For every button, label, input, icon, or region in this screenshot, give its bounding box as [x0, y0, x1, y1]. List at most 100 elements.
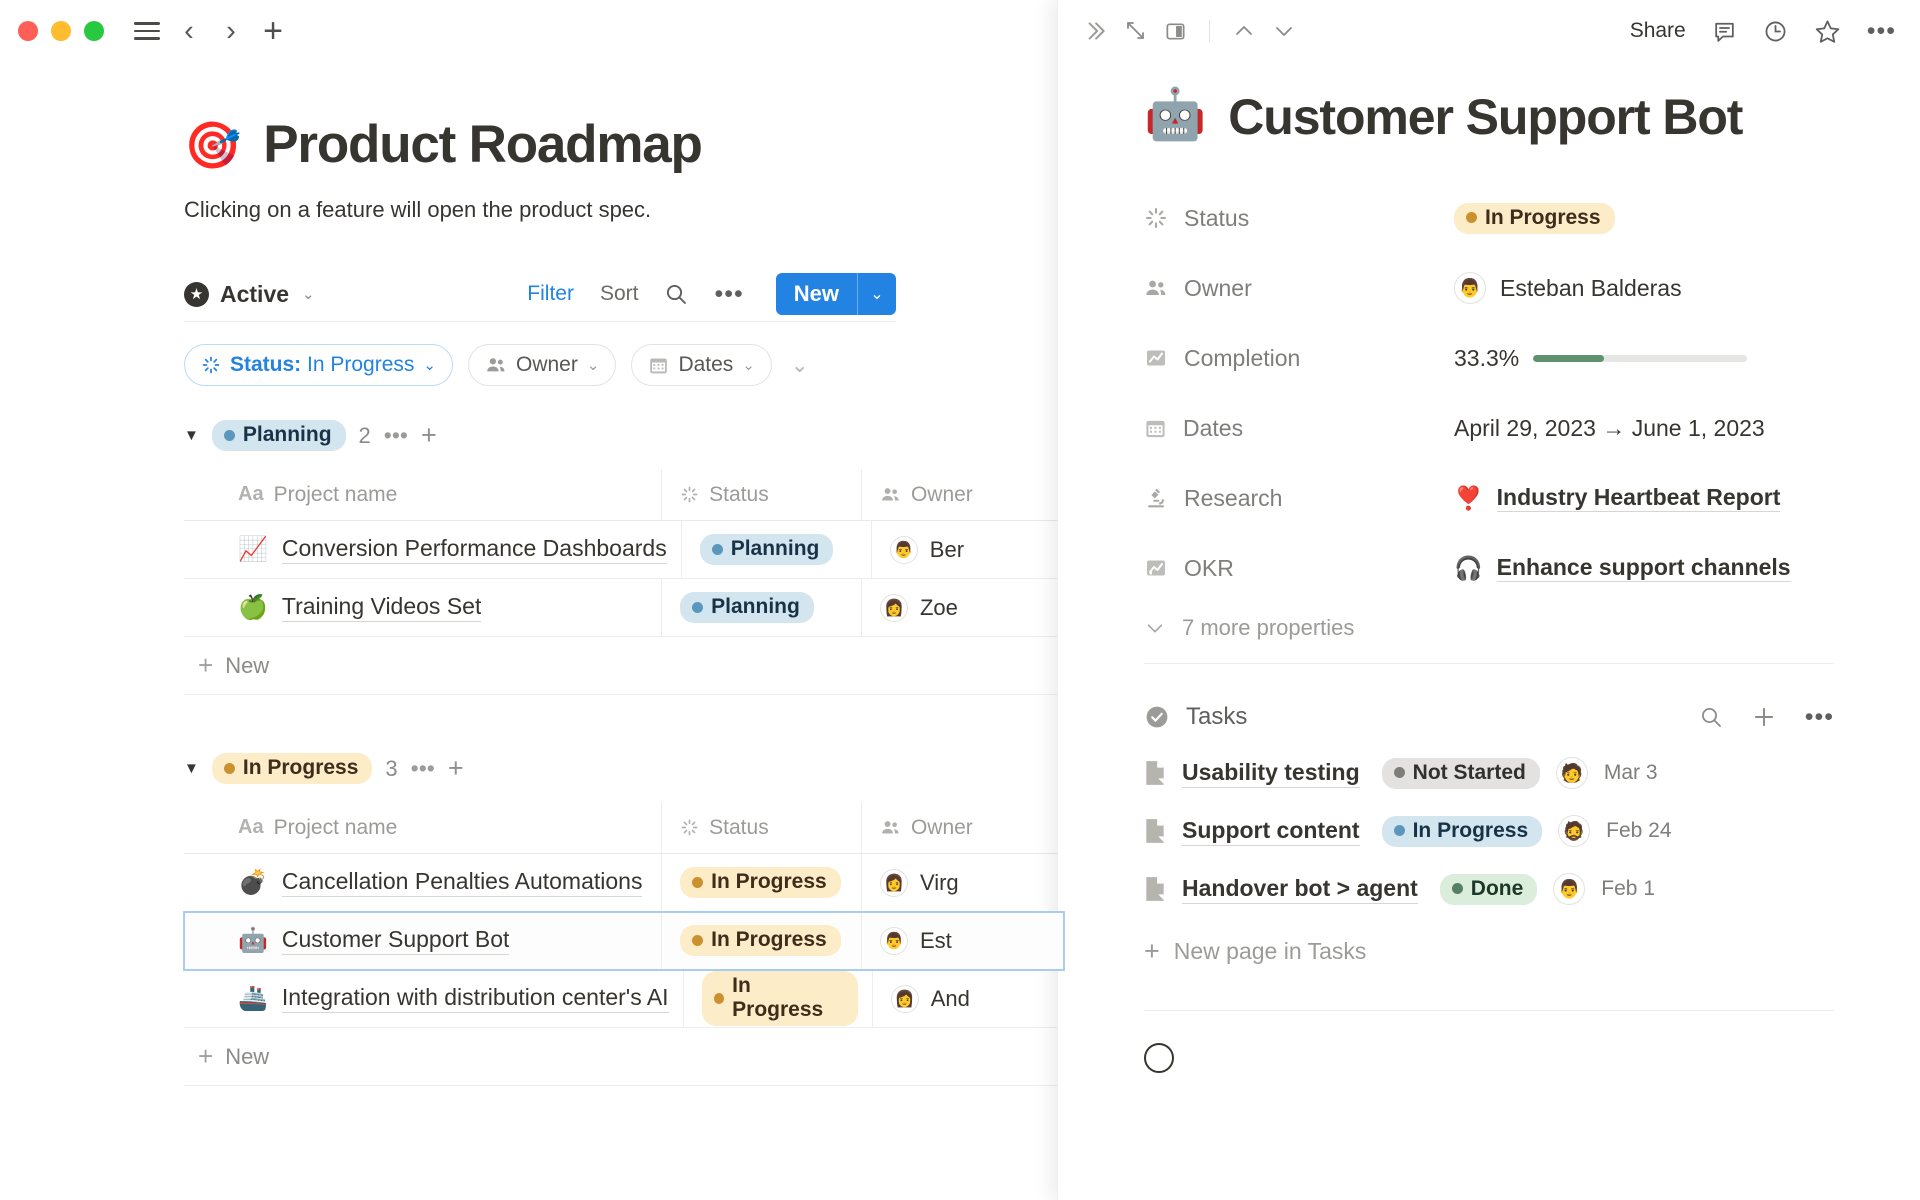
collapse-triangle-icon[interactable]: ▼	[184, 427, 199, 444]
column-header-owner[interactable]: Owner	[910, 815, 973, 839]
chart-icon	[1144, 346, 1168, 370]
side-peek-icon[interactable]	[1164, 20, 1187, 43]
task-status-badge[interactable]: In Progress	[1381, 815, 1543, 847]
zoom-window-button[interactable]	[84, 21, 104, 41]
column-header-owner[interactable]: Owner	[910, 482, 973, 506]
status-badge[interactable]: In Progress	[680, 867, 841, 898]
forward-icon[interactable]: ›	[226, 14, 236, 47]
new-button-dropdown[interactable]: ⌄	[870, 286, 884, 303]
more-icon[interactable]: •••	[1804, 703, 1834, 731]
close-window-button[interactable]	[18, 21, 38, 41]
dates-value: April 29, 2023 → June 1, 2023	[1454, 414, 1765, 441]
property-row-completion[interactable]: Completion 33.3%	[1144, 323, 1834, 393]
share-button[interactable]: Share	[1629, 19, 1686, 42]
status-badge[interactable]: In Progress	[680, 925, 841, 956]
group-status-pill[interactable]: Planning	[211, 420, 346, 451]
filter-chip-owner[interactable]: Owner ⌄	[468, 344, 617, 386]
new-row-button[interactable]: + New	[184, 637, 1064, 695]
task-name[interactable]: Support content	[1182, 817, 1360, 846]
collapse-triangle-icon[interactable]: ▼	[184, 760, 199, 777]
more-icon[interactable]: •••	[383, 421, 408, 448]
group-name: In Progress	[242, 756, 359, 779]
column-header-name[interactable]: Project name	[273, 815, 398, 839]
status-badge[interactable]: In Progress	[1454, 202, 1615, 234]
row-title[interactable]: Integration with distribution center's A…	[281, 984, 669, 1013]
task-name[interactable]: Usability testing	[1182, 759, 1360, 788]
row-emoji: 📈	[238, 536, 268, 563]
row-title[interactable]: Training Videos Set	[281, 593, 482, 622]
column-header-status[interactable]: Status	[709, 482, 769, 506]
table-row[interactable]: 📈 Conversion Performance Dashboards Plann…	[184, 521, 1064, 579]
chevron-down-icon[interactable]	[1272, 19, 1296, 43]
people-icon	[1144, 277, 1168, 299]
avatar: 👩	[879, 593, 908, 622]
filter-chip-dates[interactable]: Dates ⌄	[631, 344, 772, 386]
progress-bar	[1533, 354, 1748, 362]
search-icon[interactable]	[1699, 705, 1723, 729]
more-icon[interactable]: •••	[714, 280, 744, 308]
relation-emoji: 🎧	[1454, 554, 1483, 581]
plus-icon[interactable]: +	[263, 12, 283, 50]
menu-icon[interactable]	[126, 10, 168, 52]
chevron-up-icon[interactable]	[1232, 19, 1256, 43]
property-row-research[interactable]: Research ❣️ Industry Heartbeat Report	[1144, 463, 1834, 533]
status-badge[interactable]: Planning	[699, 534, 834, 565]
plus-icon[interactable]: +	[420, 419, 437, 450]
comment-icon[interactable]	[1712, 19, 1737, 44]
avatar: 👩	[890, 984, 919, 1013]
plus-icon[interactable]	[1751, 704, 1777, 730]
status-badge[interactable]: Planning	[680, 592, 814, 623]
task-row[interactable]: Usability testing Not Started 🧑 Mar 3	[1144, 744, 1834, 802]
group-status-pill[interactable]: In Progress	[211, 753, 373, 784]
row-title[interactable]: Customer Support Bot	[281, 926, 510, 955]
table-row[interactable]: 🚢Integration with distribution center's …	[184, 970, 1064, 1028]
people-icon	[880, 818, 901, 837]
property-row-okr[interactable]: OKR 🎧 Enhance support channels	[1144, 533, 1834, 603]
avatar: 👨	[889, 535, 918, 564]
table-row[interactable]: 💣Cancellation Penalties Automations In P…	[184, 854, 1064, 912]
back-icon[interactable]: ‹	[184, 14, 194, 47]
column-header-name[interactable]: Project name	[273, 482, 398, 506]
more-properties-button[interactable]: 7 more properties	[1144, 615, 1834, 641]
task-row[interactable]: Handover bot > agent Done 👨 Feb 1	[1144, 860, 1834, 918]
table-row-selected[interactable]: 🤖Customer Support Bot In Progress 👨Est	[183, 911, 1065, 971]
property-label: Dates	[1183, 414, 1244, 441]
expand-arrow-icon[interactable]	[1124, 19, 1148, 43]
star-icon[interactable]	[1814, 18, 1841, 45]
property-row-status[interactable]: Status In Progress	[1144, 183, 1834, 253]
more-icon[interactable]: •••	[1866, 17, 1896, 45]
row-title[interactable]: Cancellation Penalties Automations	[281, 868, 643, 897]
filter-button[interactable]: Filter	[527, 282, 574, 305]
owner-name: Est	[919, 927, 952, 953]
view-tab-active[interactable]: ★ Active ⌄	[184, 281, 315, 308]
new-row-button[interactable]: + New	[184, 1028, 1064, 1086]
task-name[interactable]: Handover bot > agent	[1182, 875, 1418, 904]
sort-button[interactable]: Sort	[599, 282, 639, 305]
property-row-owner[interactable]: Owner 👨 Esteban Balderas	[1144, 253, 1834, 323]
relation-link-research[interactable]: Industry Heartbeat Report	[1496, 484, 1781, 512]
more-icon[interactable]: •••	[410, 754, 435, 781]
task-status-badge[interactable]: Not Started	[1381, 757, 1540, 789]
filter-chip-status[interactable]: Status: In Progress ⌄	[184, 344, 453, 386]
new-button[interactable]: New ⌄	[775, 273, 896, 315]
minimize-window-button[interactable]	[51, 21, 71, 41]
page-title[interactable]: Product Roadmap	[263, 115, 703, 174]
double-chevron-right-icon[interactable]	[1082, 18, 1108, 44]
column-header-status[interactable]: Status	[709, 815, 769, 839]
task-status-badge[interactable]: Done	[1439, 873, 1538, 905]
row-title[interactable]: Conversion Performance Dashboards	[281, 535, 667, 564]
task-row[interactable]: Support content In Progress 🧔 Feb 24	[1144, 802, 1834, 860]
property-row-dates[interactable]: Dates April 29, 2023 → June 1, 2023	[1144, 393, 1834, 463]
clock-icon[interactable]	[1763, 19, 1788, 44]
relation-link-okr[interactable]: Enhance support channels	[1496, 554, 1791, 582]
peek-title[interactable]: Customer Support Bot	[1228, 89, 1743, 145]
filter-chip-status-prefix: Status:	[230, 353, 302, 376]
new-task-button[interactable]: + New page in Tasks	[1144, 922, 1834, 980]
plus-icon[interactable]: +	[447, 752, 464, 783]
table-row[interactable]: 🍏Training Videos Set Planning 👩Zoe	[184, 579, 1064, 637]
filter-chips-overflow[interactable]: ⌄	[790, 353, 809, 377]
status-badge[interactable]: In Progress	[701, 971, 858, 1026]
search-icon[interactable]	[664, 282, 688, 306]
divider	[1144, 663, 1834, 664]
